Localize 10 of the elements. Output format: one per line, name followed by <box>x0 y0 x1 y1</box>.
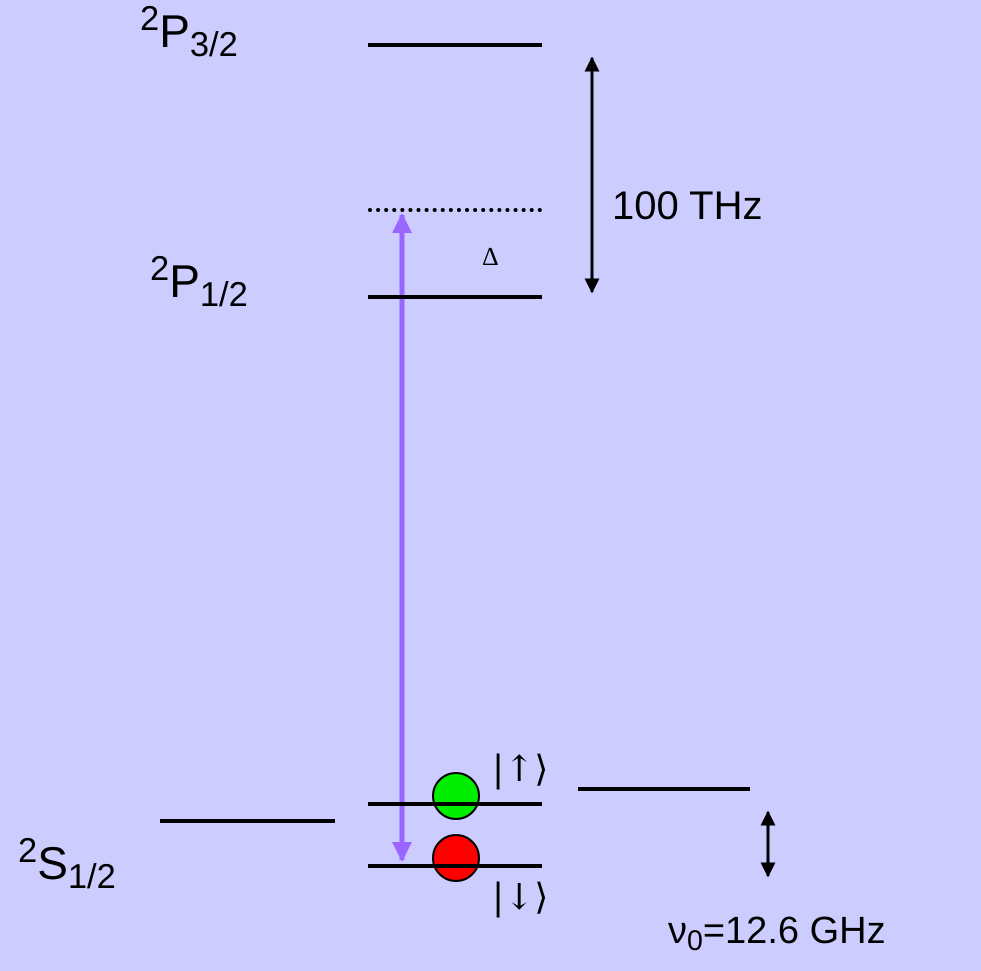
level-label: |↓⟩ <box>492 880 548 916</box>
frequency-label: 100 THz <box>612 186 762 226</box>
detuning-label: Δ <box>482 244 499 270</box>
level-label: $^{2}$P$_{3/2}$ <box>140 8 238 54</box>
level-label: |↑⟩ <box>492 752 548 788</box>
virtual-level-line <box>368 208 542 212</box>
arrow <box>392 213 412 862</box>
level-label: $^{2}$P$_{1/2}$ <box>150 258 248 304</box>
level-label: $^{2}$S$_{1/2}$ <box>18 840 116 886</box>
frequency-label: ν$_{0}$=12.6 GHz <box>668 912 886 950</box>
